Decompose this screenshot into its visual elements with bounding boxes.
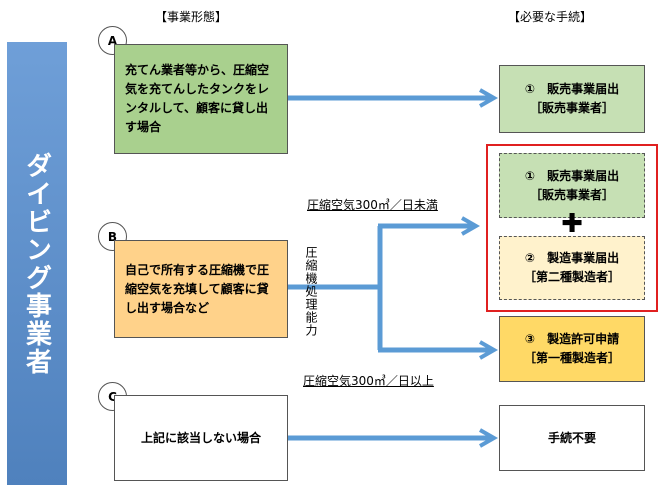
over-300-label: 圧縮空気300㎥／日以上 <box>303 374 434 388</box>
result-sales-notice-a-line2: ［販売事業者］ <box>529 101 614 115</box>
capacity-label: 圧縮機処理能力 <box>304 246 318 337</box>
result-no-procedure: 手続不要 <box>499 405 645 471</box>
result-manufacture-permit-line2: ［第一種製造者］ <box>523 351 620 365</box>
result-sales-notice-b: ① 販売事業届出 ［販売事業者］ <box>499 153 645 218</box>
result-sales-notice-a-line1: ① 販売事業届出 <box>524 82 620 96</box>
result-sales-notice-a: ① 販売事業届出 ［販売事業者］ <box>499 65 645 133</box>
result-sales-notice-b-line2: ［販売事業者］ <box>529 187 614 202</box>
plus-icon: ✚ <box>561 209 583 239</box>
sidebar-label: ダイビング事業者 <box>21 151 52 376</box>
case-b-text: 自己で所有する圧縮機で圧縮空気を充填して顧客に貸し出す場合など <box>125 262 270 315</box>
result-no-procedure-line1: 手続不要 <box>547 430 596 445</box>
result-manufacture-permit-line1: ③ 製造許可申請 <box>524 332 620 346</box>
result-manufacture-notice-line1: ② 製造事業届出 <box>524 251 620 265</box>
result-manufacture-notice: ② 製造事業届出 ［第二種製造者］ <box>499 236 645 300</box>
under-300-label: 圧縮空気300㎥／日未満 <box>307 198 438 212</box>
case-a-text: 充てん業者等から、圧縮空気を充てんしたタンクをレンタルして、顧客に貸し出す場合 <box>125 63 270 134</box>
case-c-text: 上記に該当しない場合 <box>140 430 261 445</box>
result-manufacture-notice-line2: ［第二種製造者］ <box>523 270 620 284</box>
case-a-box: 充てん業者等から、圧縮空気を充てんしたタンクをレンタルして、顧客に貸し出す場合 <box>114 44 288 154</box>
case-b-box: 自己で所有する圧縮機で圧縮空気を充填して顧客に貸し出す場合など <box>114 240 288 338</box>
required-procedure-header: 【必要な手続】 <box>508 10 593 24</box>
result-manufacture-permit: ③ 製造許可申請 ［第一種製造者］ <box>499 316 645 382</box>
case-c-box: 上記に該当しない場合 <box>114 395 288 481</box>
sidebar-banner: ダイビング事業者 <box>7 42 67 485</box>
business-form-header: 【事業形態】 <box>155 10 228 24</box>
result-sales-notice-b-line1: ① 販売事業届出 <box>524 168 620 183</box>
highlight-group <box>486 144 658 312</box>
